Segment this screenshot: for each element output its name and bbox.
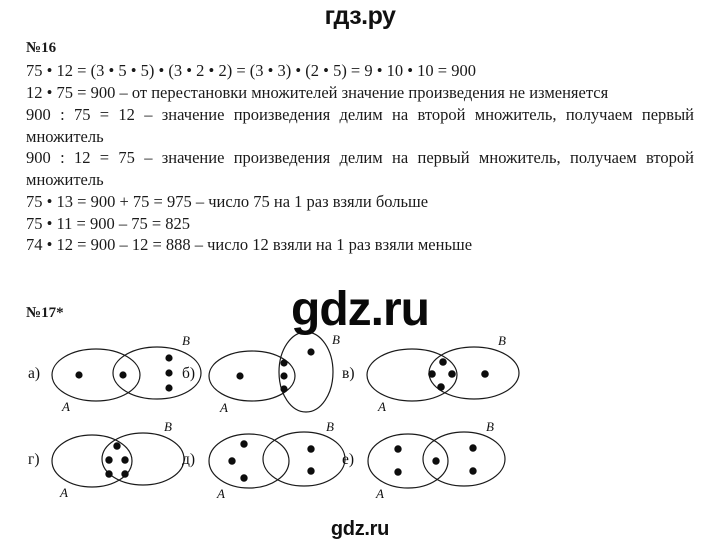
venn-dot bbox=[119, 371, 127, 379]
venn-diagram-b: б) A B bbox=[180, 332, 405, 418]
watermark-center: gdz.ru bbox=[291, 283, 430, 336]
set-a-label: A bbox=[377, 399, 386, 414]
venn-svg-e: A B bbox=[367, 419, 506, 501]
set-b-ellipse bbox=[422, 431, 506, 487]
set-a-label: A bbox=[219, 400, 228, 415]
venn-dot bbox=[280, 385, 288, 393]
set-b-label: B bbox=[182, 333, 190, 348]
task-16-line-3: 900 : 75 = 12 – значение произведения де… bbox=[26, 104, 694, 146]
venn-diagram-g: г) A B bbox=[26, 418, 251, 504]
venn-dot bbox=[437, 383, 445, 391]
task-16-line-7: 74 • 12 = 900 – 12 = 888 – число 12 взял… bbox=[26, 235, 473, 255]
venn-dot bbox=[439, 358, 447, 366]
venn-dot bbox=[280, 359, 288, 367]
set-b-ellipse bbox=[262, 431, 346, 487]
task-17-number: №17* bbox=[26, 305, 64, 321]
set-b-ellipse bbox=[428, 346, 520, 400]
task-16-block: №16 75 • 12 = (3 • 5 • 5) • (3 • 2 • 2) … bbox=[26, 40, 694, 256]
venn-dot bbox=[240, 474, 248, 482]
venn-dot bbox=[75, 371, 83, 379]
venn-dot bbox=[448, 370, 456, 378]
set-b-label: B bbox=[332, 332, 340, 347]
venn-diagram-d: д) A B bbox=[180, 418, 405, 504]
set-a-ellipse bbox=[366, 348, 458, 402]
venn-dot bbox=[121, 456, 129, 464]
set-a-label: A bbox=[59, 485, 68, 500]
venn-label-a: а) bbox=[28, 365, 41, 382]
set-a-ellipse bbox=[208, 350, 296, 402]
set-b-label: B bbox=[498, 333, 506, 348]
venn-dot bbox=[307, 445, 315, 453]
venn-dot bbox=[165, 354, 173, 362]
venn-dot bbox=[307, 467, 315, 475]
venn-dot bbox=[105, 456, 113, 464]
venn-dot bbox=[240, 440, 248, 448]
set-b-ellipse bbox=[278, 332, 334, 413]
set-a-label: A bbox=[61, 399, 70, 414]
venn-dot bbox=[394, 445, 402, 453]
task-16-line-2: 12 • 75 = 900 – от перестановки множител… bbox=[26, 83, 609, 103]
set-a-ellipse bbox=[51, 348, 141, 402]
venn-dot bbox=[280, 372, 288, 380]
venn-label-b: б) bbox=[182, 365, 196, 382]
task-16-number: №16 bbox=[26, 40, 57, 56]
venn-label-v: в) bbox=[342, 365, 355, 382]
venn-svg-v: A B bbox=[366, 333, 520, 414]
task-16-line-6: 75 • 11 = 900 – 75 = 825 bbox=[26, 213, 191, 233]
set-a-label: A bbox=[216, 486, 225, 501]
venn-dot bbox=[432, 457, 440, 465]
watermark-bottom: gdz.ru bbox=[330, 518, 390, 540]
venn-dot bbox=[307, 348, 315, 356]
set-a-ellipse bbox=[51, 434, 133, 488]
venn-dot bbox=[481, 370, 489, 378]
set-a-ellipse bbox=[208, 433, 290, 489]
venn-dot bbox=[236, 372, 244, 380]
venn-diagram-row-bottom: г) A B д) A B е) bbox=[0, 418, 720, 504]
venn-dot bbox=[469, 444, 477, 452]
venn-label-d: д) bbox=[182, 451, 196, 468]
set-b-label: B bbox=[164, 419, 172, 434]
set-a-label: A bbox=[375, 486, 384, 501]
set-b-ellipse bbox=[101, 432, 185, 486]
venn-dot bbox=[105, 470, 113, 478]
venn-diagram-row-top: а) A B б) A B в) bbox=[0, 332, 720, 418]
set-b-ellipse bbox=[112, 346, 202, 400]
task-16-line-1: 75 • 12 = (3 • 5 • 5) • (3 • 2 • 2) = (3… bbox=[26, 61, 476, 81]
task-16-line-5: 75 • 13 = 900 + 75 = 975 – число 75 на 1… bbox=[26, 191, 429, 211]
venn-svg-a: A B bbox=[51, 333, 202, 414]
venn-diagram-e: е) A B bbox=[340, 418, 565, 504]
venn-dot bbox=[228, 457, 236, 465]
venn-svg-b: A B bbox=[208, 332, 340, 415]
venn-dot bbox=[428, 370, 436, 378]
set-b-label: B bbox=[486, 419, 494, 434]
venn-dot bbox=[469, 467, 477, 475]
set-a-ellipse bbox=[367, 433, 449, 489]
set-b-label: B bbox=[326, 419, 334, 434]
venn-svg-g: A B bbox=[51, 419, 185, 500]
venn-dot bbox=[113, 442, 121, 450]
venn-dot bbox=[394, 468, 402, 476]
venn-label-e: е) bbox=[342, 451, 355, 468]
task-16-line-4: 900 : 12 = 75 – значение произведения де… bbox=[26, 148, 694, 190]
venn-diagram-v: в) A B bbox=[340, 332, 565, 418]
venn-label-g: г) bbox=[28, 451, 40, 468]
venn-dot bbox=[121, 470, 129, 478]
venn-diagram-a: а) A B bbox=[26, 332, 251, 418]
venn-dot bbox=[165, 384, 173, 392]
venn-dot bbox=[165, 369, 173, 377]
watermark-top: гдз.ру bbox=[324, 2, 396, 30]
venn-svg-d: A B bbox=[208, 419, 346, 501]
